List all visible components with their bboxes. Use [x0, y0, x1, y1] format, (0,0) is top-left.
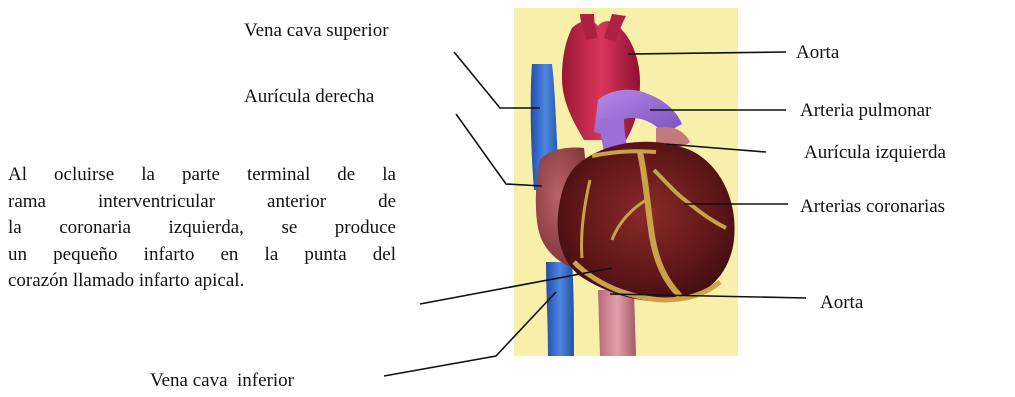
note-line-5: corazón llamado infarto apical.	[8, 268, 396, 295]
label-auricula-izquierda: Aurícula izquierda	[804, 142, 946, 164]
label-aorta-top: Aorta	[796, 42, 839, 64]
label-vena-cava-superior: Vena cava superior	[244, 20, 389, 42]
note-line-3: la coronaria izquierda, se produce	[8, 215, 396, 242]
label-aorta-bottom: Aorta	[820, 292, 863, 314]
label-arterias-coronarias: Arterias coronarias	[800, 196, 945, 218]
descending-aorta	[598, 290, 636, 356]
note-line-1: Al ocluirse la parte terminal de la	[8, 162, 396, 189]
note-line-2: rama interventricular anterior de	[8, 189, 396, 216]
note-line-4: un pequeño infarto en la punta del	[8, 242, 396, 269]
label-vena-cava-inferior: Vena cava inferior	[150, 370, 294, 392]
label-arteria-pulmonar: Arteria pulmonar	[800, 100, 931, 122]
infarto-apical-note: Al ocluirse la parte terminal de la rama…	[8, 162, 396, 295]
label-auricula-derecha: Aurícula derecha	[244, 86, 374, 108]
